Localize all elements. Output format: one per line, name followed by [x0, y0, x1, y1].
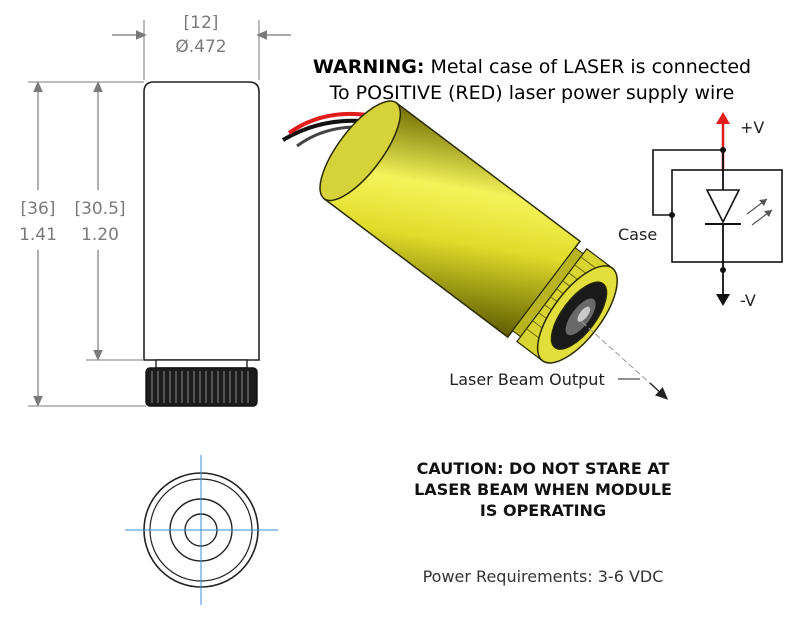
warning-line-2: To POSITIVE (RED) laser power supply wir… — [329, 82, 735, 104]
case-connection — [652, 149, 723, 216]
warning-text-1: Metal case of LASER is connected — [424, 56, 751, 78]
laser-back-cap — [319, 100, 402, 202]
power-requirements: Power Requirements: 3-6 VDC — [423, 567, 664, 586]
diode-symbol — [705, 189, 741, 224]
module-body-outline — [143, 81, 260, 361]
case-label: Case — [618, 225, 657, 244]
minus-v-label: -V — [740, 291, 756, 310]
warning-bold: WARNING: — [313, 56, 425, 78]
diameter-mm-label: [12] — [184, 13, 219, 33]
schematic: +V -V Case — [618, 112, 783, 310]
side-view: [12] Ø.472 [36] 1.41 [30.5] — [19, 13, 291, 407]
diameter-in-label: Ø.472 — [175, 37, 226, 57]
length-body-in-label: 1.20 — [81, 225, 119, 245]
caution-line-2: LASER BEAM WHEN MODULE — [414, 480, 672, 499]
schematic-case-box — [671, 169, 783, 263]
length-total-mm-label: [36] — [21, 199, 56, 219]
end-view — [125, 455, 278, 605]
laser-module-3d: Laser Beam Output — [281, 100, 669, 400]
warning-line-1: WARNING: Metal case of LASER is connecte… — [313, 56, 751, 78]
plus-v-label: +V — [740, 118, 764, 137]
length-total-in-label: 1.41 — [19, 225, 57, 245]
knurled-head — [145, 367, 258, 407]
length-body-mm-label: [30.5] — [74, 199, 125, 219]
beam-output-label: Laser Beam Output — [449, 370, 604, 389]
caution-line-1: CAUTION: DO NOT STARE AT — [417, 459, 670, 478]
caution-line-3: IS OPERATING — [480, 501, 606, 520]
